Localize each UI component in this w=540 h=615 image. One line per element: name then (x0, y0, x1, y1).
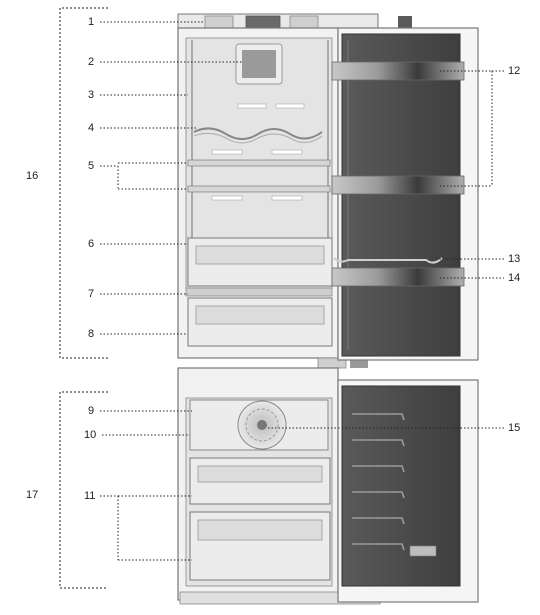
callout-2: 2 (88, 56, 95, 68)
callout-15: 15 (508, 422, 521, 434)
callout-16: 16 (26, 170, 39, 182)
callout-10: 10 (84, 429, 97, 441)
freezer-section-bracket (59, 391, 108, 589)
callout-5: 5 (88, 160, 95, 172)
freezer-cabinet (177, 367, 381, 605)
freezer-door (337, 379, 479, 603)
callout-11: 11 (84, 490, 96, 502)
fridge-cabinet (177, 13, 412, 369)
callout-3: 3 (88, 89, 95, 101)
callout-4: 4 (88, 122, 95, 134)
fridge-section-bracket (59, 7, 108, 359)
callout-6: 6 (88, 238, 95, 250)
callout-12: 12 (508, 65, 521, 77)
callout-1: 1 (88, 16, 95, 28)
callout-17: 17 (26, 489, 39, 501)
callout-13: 13 (508, 253, 521, 265)
fridge-door (331, 27, 479, 361)
leader-lines (100, 21, 504, 561)
callout-8: 8 (88, 328, 95, 340)
callout-9: 9 (88, 405, 95, 417)
callout-7: 7 (88, 288, 95, 300)
callout-14: 14 (508, 272, 521, 284)
